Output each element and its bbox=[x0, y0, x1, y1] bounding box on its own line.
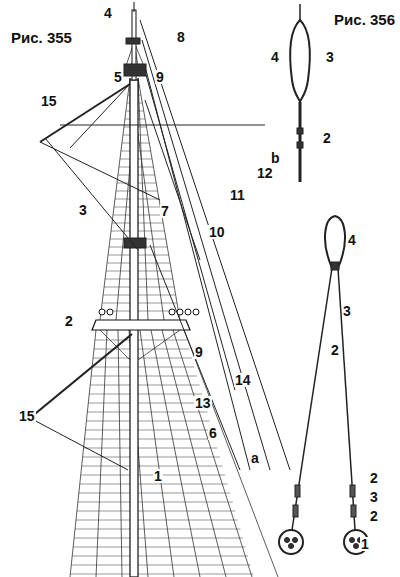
callout-number: 12 bbox=[256, 166, 274, 180]
callout-number: 13 bbox=[194, 396, 212, 410]
callout-number: 3 bbox=[78, 203, 88, 217]
callout-number: 2 bbox=[330, 343, 340, 357]
callout-number: 2 bbox=[64, 314, 74, 328]
figure-label: Рис. 355 bbox=[10, 30, 73, 45]
callout-number: 2 bbox=[369, 471, 379, 485]
callout-number: 1 bbox=[153, 469, 163, 483]
callout-number: 3 bbox=[369, 490, 379, 504]
callout-number: 11 bbox=[229, 188, 246, 202]
callout-number: 3 bbox=[342, 304, 352, 318]
callout-number: 14 bbox=[234, 373, 252, 387]
callout-number: 3 bbox=[325, 50, 335, 64]
callout-number: 8 bbox=[176, 30, 186, 44]
callout-number: 10 bbox=[208, 225, 226, 239]
callout-number: 2 bbox=[369, 509, 379, 523]
callout-number: 15 bbox=[18, 409, 36, 423]
callout-number: 1 bbox=[360, 537, 370, 551]
callout-number: 6 bbox=[208, 426, 218, 440]
callout-number: a bbox=[250, 451, 260, 465]
callout-number: 4 bbox=[103, 6, 113, 20]
callout-number: 15 bbox=[40, 94, 58, 108]
callout-number: b bbox=[270, 151, 281, 165]
callout-number: 4 bbox=[347, 233, 357, 247]
callout-number: 5 bbox=[113, 70, 123, 84]
callout-number: 9 bbox=[194, 345, 204, 359]
figure-label: Рис. 356 bbox=[333, 12, 396, 27]
callout-number: 4 bbox=[270, 50, 280, 64]
callout-number: 9 bbox=[155, 70, 165, 84]
callout-number: 2 bbox=[322, 131, 332, 145]
callout-number: 7 bbox=[160, 204, 170, 218]
